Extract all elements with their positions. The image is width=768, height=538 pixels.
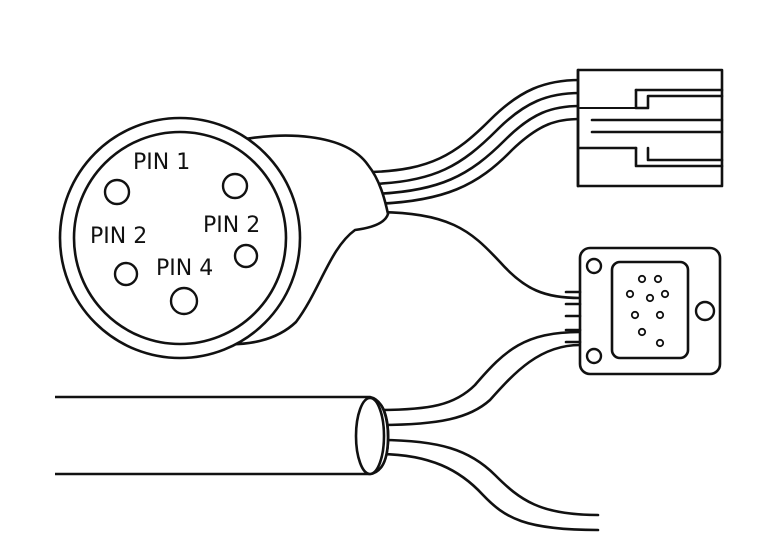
wire-to-db9 <box>370 210 582 300</box>
pin-hole <box>103 178 131 206</box>
pin-hole <box>113 261 139 287</box>
mount-hole <box>585 257 603 275</box>
plug-housing <box>576 68 724 188</box>
pin-label-right: PIN 2 <box>203 213 260 238</box>
pin-hole <box>221 172 249 200</box>
pin-label-bottom: PIN 4 <box>156 256 213 281</box>
main-cable <box>55 395 390 476</box>
db9-shell <box>610 260 690 360</box>
wire-bundle-to-plug <box>370 78 582 206</box>
pin-label-left: PIN 2 <box>90 224 147 249</box>
db9-connector <box>564 246 722 376</box>
pin-hole <box>169 286 199 316</box>
cable-sheath <box>55 395 390 476</box>
rectangular-plug <box>576 68 724 188</box>
wires-from-cable <box>376 330 600 532</box>
mount-hole <box>585 347 603 365</box>
pin-label-top: PIN 1 <box>133 150 190 175</box>
cable-end <box>354 396 386 476</box>
pin-hole <box>233 243 259 269</box>
circular-connector: PIN 1 PIN 2 PIN 2 PIN 4 <box>58 116 390 360</box>
mount-hole <box>694 300 716 322</box>
